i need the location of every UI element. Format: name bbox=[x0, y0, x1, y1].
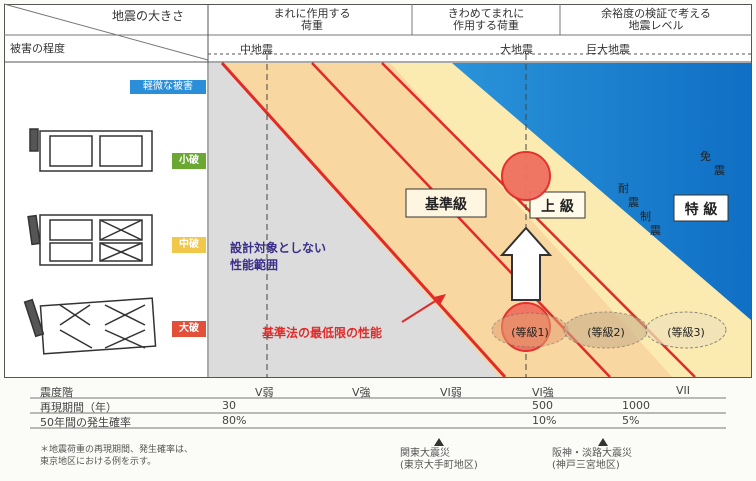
col2-header: きわめてまれに作用する荷重 bbox=[447, 7, 525, 32]
grade2-label: (等級2) bbox=[587, 326, 625, 339]
building-medium-icon bbox=[27, 214, 153, 266]
seismic-control-label: 耐 震 制 震 bbox=[618, 182, 661, 237]
col3-header: 余裕度の検証で考える地震レベル bbox=[601, 7, 711, 32]
large-damage-badge: 大破 bbox=[172, 321, 206, 337]
gray-zone-left bbox=[209, 63, 500, 377]
isolation-label: 免 震 bbox=[700, 150, 725, 177]
law-minimum-label: 基準法の最低限の性能 bbox=[262, 326, 383, 340]
table-cell: VI弱 bbox=[440, 386, 462, 399]
small-damage-badge: 小破 bbox=[172, 153, 206, 169]
standard-grade-label: 基準級 bbox=[425, 197, 467, 213]
table-row-label: 震度階 bbox=[40, 386, 73, 399]
law-pointer-head bbox=[434, 294, 446, 305]
damage-label: 被害の程度 bbox=[10, 42, 65, 55]
table-cell: 1000 bbox=[622, 399, 650, 412]
grade1-label: (等級1) bbox=[511, 326, 549, 339]
table-cell: 80% bbox=[222, 414, 247, 427]
grade3-ellipse bbox=[645, 311, 727, 349]
sub-medium-quake: 中地震 bbox=[240, 43, 273, 56]
light-damage-badge: 軽微な被害 bbox=[130, 80, 206, 94]
event2-label: 阪神・淡路大震災(神戸三宮地区) bbox=[552, 448, 632, 471]
special-grade-label: 特 級 bbox=[684, 202, 718, 218]
col1-header: まれに作用する荷重 bbox=[273, 7, 351, 32]
magnitude-label: 地震の大きさ bbox=[112, 9, 185, 23]
grade3-label: (等級3) bbox=[667, 326, 705, 339]
header-diagonal bbox=[3, 3, 209, 61]
table-cell: V強 bbox=[352, 386, 371, 399]
table-cell: 5% bbox=[622, 414, 640, 427]
upper-circle bbox=[501, 151, 551, 201]
sub-large-quake: 大地震 bbox=[500, 43, 533, 56]
sub-huge-quake: 巨大地震 bbox=[586, 43, 630, 56]
table-row-label: 再現期間（年） bbox=[40, 401, 117, 414]
building-small-icon bbox=[29, 128, 153, 172]
law-minimum-line bbox=[220, 61, 507, 379]
orange-zone-lower bbox=[220, 63, 600, 377]
table-cell: 500 bbox=[532, 399, 553, 412]
up-arrow bbox=[499, 226, 553, 301]
footnote: ＊地震荷重の再現期間、発生確率は、東京地区における例を示す。 bbox=[40, 445, 194, 467]
table-cell: VII bbox=[676, 384, 691, 397]
event2-marker bbox=[598, 438, 608, 446]
medium-damage-badge: 中破 bbox=[172, 237, 206, 253]
outside-range-label: 設計対象としない性能範囲 bbox=[230, 241, 327, 272]
standard-box bbox=[405, 188, 487, 218]
event1-marker bbox=[434, 438, 444, 446]
blue-zone bbox=[452, 63, 751, 320]
special-box bbox=[673, 194, 729, 222]
event1-label: 関東大震災(東京大手町地区) bbox=[400, 448, 478, 471]
table-cell: 30 bbox=[222, 399, 236, 412]
table-row-label: 50年間の発生確率 bbox=[40, 416, 131, 429]
law-pointer-line bbox=[401, 297, 441, 323]
building-large-icon bbox=[23, 297, 157, 355]
table-cell: VI強 bbox=[532, 386, 554, 399]
table-cell: 10% bbox=[532, 414, 557, 427]
table-cell: V弱 bbox=[255, 386, 274, 399]
upper-grade-label: 上 級 bbox=[541, 199, 574, 215]
